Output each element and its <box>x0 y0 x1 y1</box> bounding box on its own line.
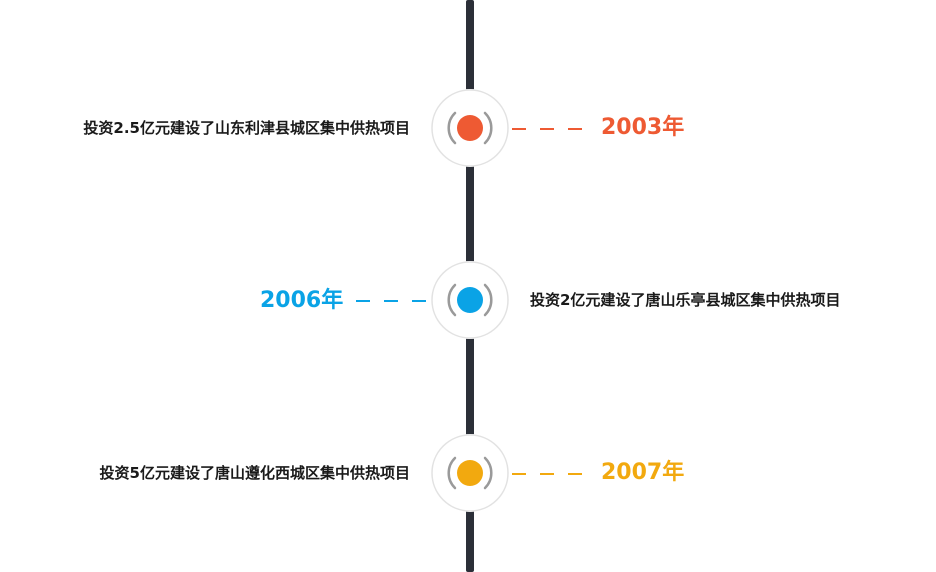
connector-dash <box>356 300 370 302</box>
timeline-node-2006 <box>431 261 509 339</box>
timeline-dot <box>457 460 483 486</box>
event-description-2006: 投资2亿元建设了唐山乐亭县城区集中供热项目 <box>530 291 841 309</box>
connector-dash <box>512 128 526 130</box>
timeline-dot <box>457 115 483 141</box>
event-year-2007: 2007年 <box>601 460 685 485</box>
connector-dash <box>384 300 398 302</box>
ring-icon <box>431 434 509 512</box>
connector-dash <box>540 128 554 130</box>
connector-dash <box>412 300 426 302</box>
connector-dash <box>540 473 554 475</box>
event-year-2003: 2003年 <box>601 115 685 140</box>
connector-dash <box>512 473 526 475</box>
event-description-2007: 投资5亿元建设了唐山遵化西城区集中供热项目 <box>99 464 410 482</box>
timeline-dot <box>457 287 483 313</box>
connector-dash <box>568 473 582 475</box>
connector-dash <box>568 128 582 130</box>
ring-icon <box>431 261 509 339</box>
timeline-node-2007 <box>431 434 509 512</box>
event-year-2006: 2006年 <box>260 288 344 313</box>
event-description-2003: 投资2.5亿元建设了山东利津县城区集中供热项目 <box>83 119 410 137</box>
ring-icon <box>431 89 509 167</box>
timeline-node-2003 <box>431 89 509 167</box>
